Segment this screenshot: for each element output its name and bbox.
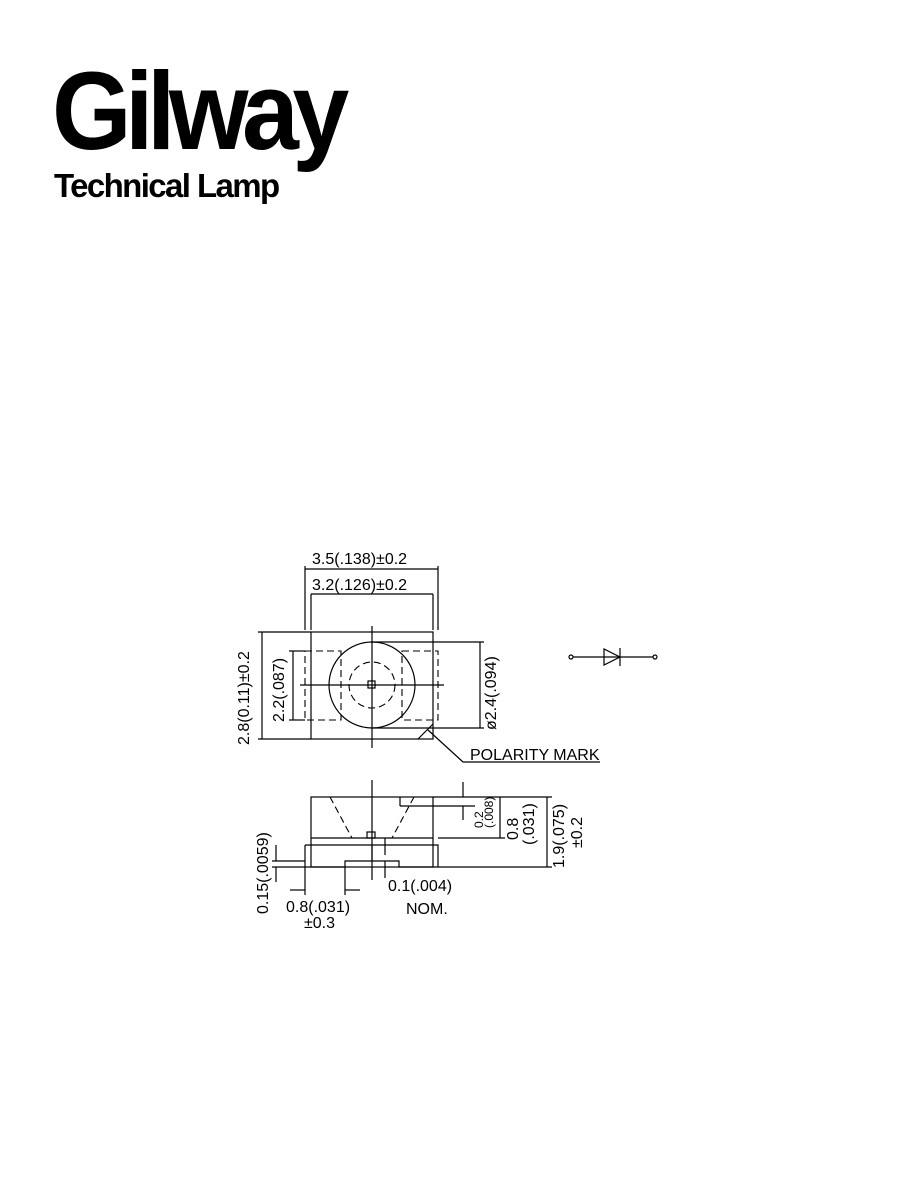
dim-gap-b: NOM. bbox=[406, 901, 448, 918]
dim-body-height-b: (.031) bbox=[521, 803, 538, 845]
dim-lead-width-a: 0.8(.031) bbox=[286, 899, 350, 916]
dim-lead-width-b: ±0.3 bbox=[304, 915, 335, 932]
dim-body-height-a: 0.8 bbox=[505, 818, 522, 840]
dim-total-height-b: ±0.2 bbox=[569, 817, 586, 848]
dim-top-offset-b: (.008) bbox=[482, 797, 496, 828]
gilway-logo: Gilway Technical Lamp bbox=[52, 50, 392, 207]
dim-gap-a: 0.1(.004) bbox=[388, 878, 452, 895]
logo-brand: Gilway bbox=[52, 50, 349, 173]
diode-symbol bbox=[568, 648, 658, 666]
dim-lead-thickness: 0.15(.0059) bbox=[255, 832, 272, 914]
dim-overall-height: 2.8(0.11)±0.2 bbox=[236, 651, 253, 745]
side-view: 0.2 (.008) 0.8 (.031) 1.9(.075) ±0.2 0.1… bbox=[255, 780, 586, 932]
dim-total-height-a: 1.9(.075) bbox=[551, 804, 568, 868]
dim-lens-diameter: ø2.4(.094) bbox=[483, 656, 500, 730]
polarity-mark-label: POLARITY MARK bbox=[470, 747, 600, 764]
dim-body-width: 3.2(.126)±0.2 bbox=[312, 577, 407, 594]
dim-pad-height: 2.2(.087) bbox=[271, 658, 288, 722]
dim-overall-width: 3.5(.138)±0.2 bbox=[312, 551, 407, 568]
top-view: 3.5(.138)±0.2 3.2(.126)±0.2 2.8(0.11)±0.… bbox=[236, 551, 600, 764]
logo-tagline: Technical Lamp bbox=[54, 167, 280, 204]
dim-top-offset-a: 0.2 bbox=[472, 811, 486, 828]
